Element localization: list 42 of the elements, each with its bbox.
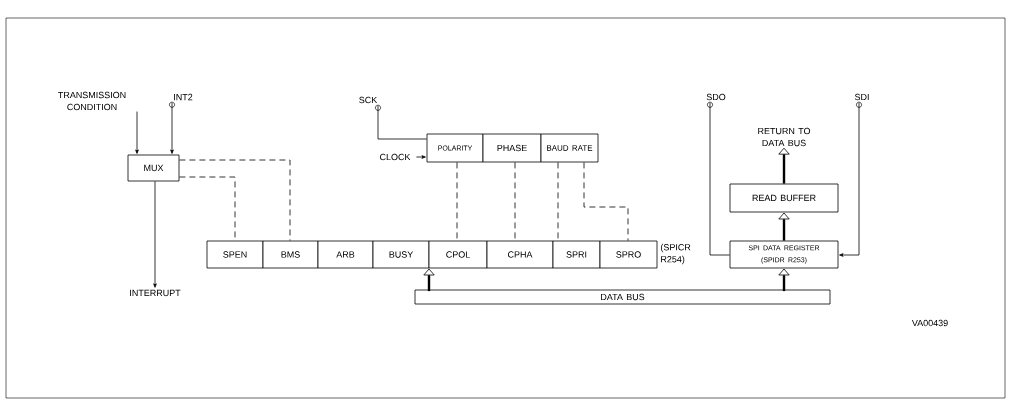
arrow — [839, 102, 860, 257]
register-bit: BUSY — [372, 240, 430, 269]
signal-label: INTERRUPT — [130, 289, 181, 297]
arrow — [416, 155, 426, 159]
signal-line — [709, 102, 730, 256]
data-bus: DATA BUS — [414, 289, 831, 305]
pin-terminal: SCK — [359, 96, 381, 111]
arrow — [170, 102, 174, 154]
node-label: SDO — [706, 93, 726, 101]
bus-arrow — [778, 268, 790, 292]
pin-terminal: SDI — [854, 93, 869, 108]
node-label: INT2 — [174, 93, 193, 101]
signal-label: CLOCK — [380, 153, 411, 161]
dashed-line — [583, 162, 629, 241]
node-label: SCK — [359, 96, 378, 104]
dashed-line — [179, 159, 291, 241]
pin-terminal: SDO — [706, 93, 726, 108]
node-label: SDI — [854, 93, 869, 101]
bus-arrow — [778, 212, 790, 241]
bus-arrow — [423, 268, 435, 292]
dashed-line — [456, 162, 458, 241]
figure-code: VA00439 — [911, 319, 948, 327]
arrow — [135, 111, 139, 154]
register-bit: SPEN — [206, 240, 264, 269]
register-bit: CPHA — [486, 240, 554, 269]
mux-box: MUX — [127, 154, 180, 182]
signal-label: TRANSMISSION CONDITION — [58, 91, 126, 111]
dashed-line — [557, 162, 559, 241]
dashed-line — [514, 162, 516, 241]
register-bit: BMS — [262, 240, 319, 269]
signal-line — [377, 105, 427, 140]
arrow — [153, 181, 157, 288]
buffer-box: READ BUFFER — [729, 183, 839, 213]
register-bit: SPRO — [599, 240, 658, 269]
signal-label: RETURN TO DATA BUS — [758, 127, 811, 147]
control-field: PHASE — [482, 133, 542, 163]
register-name: (SPICR R254) — [660, 243, 691, 265]
bus-arrow — [778, 147, 790, 184]
register-bit: ARB — [317, 240, 374, 269]
register-bit: CPOL — [428, 240, 488, 269]
pin-terminal: INT2 — [169, 93, 193, 108]
register-bit: SPRI — [552, 240, 601, 269]
